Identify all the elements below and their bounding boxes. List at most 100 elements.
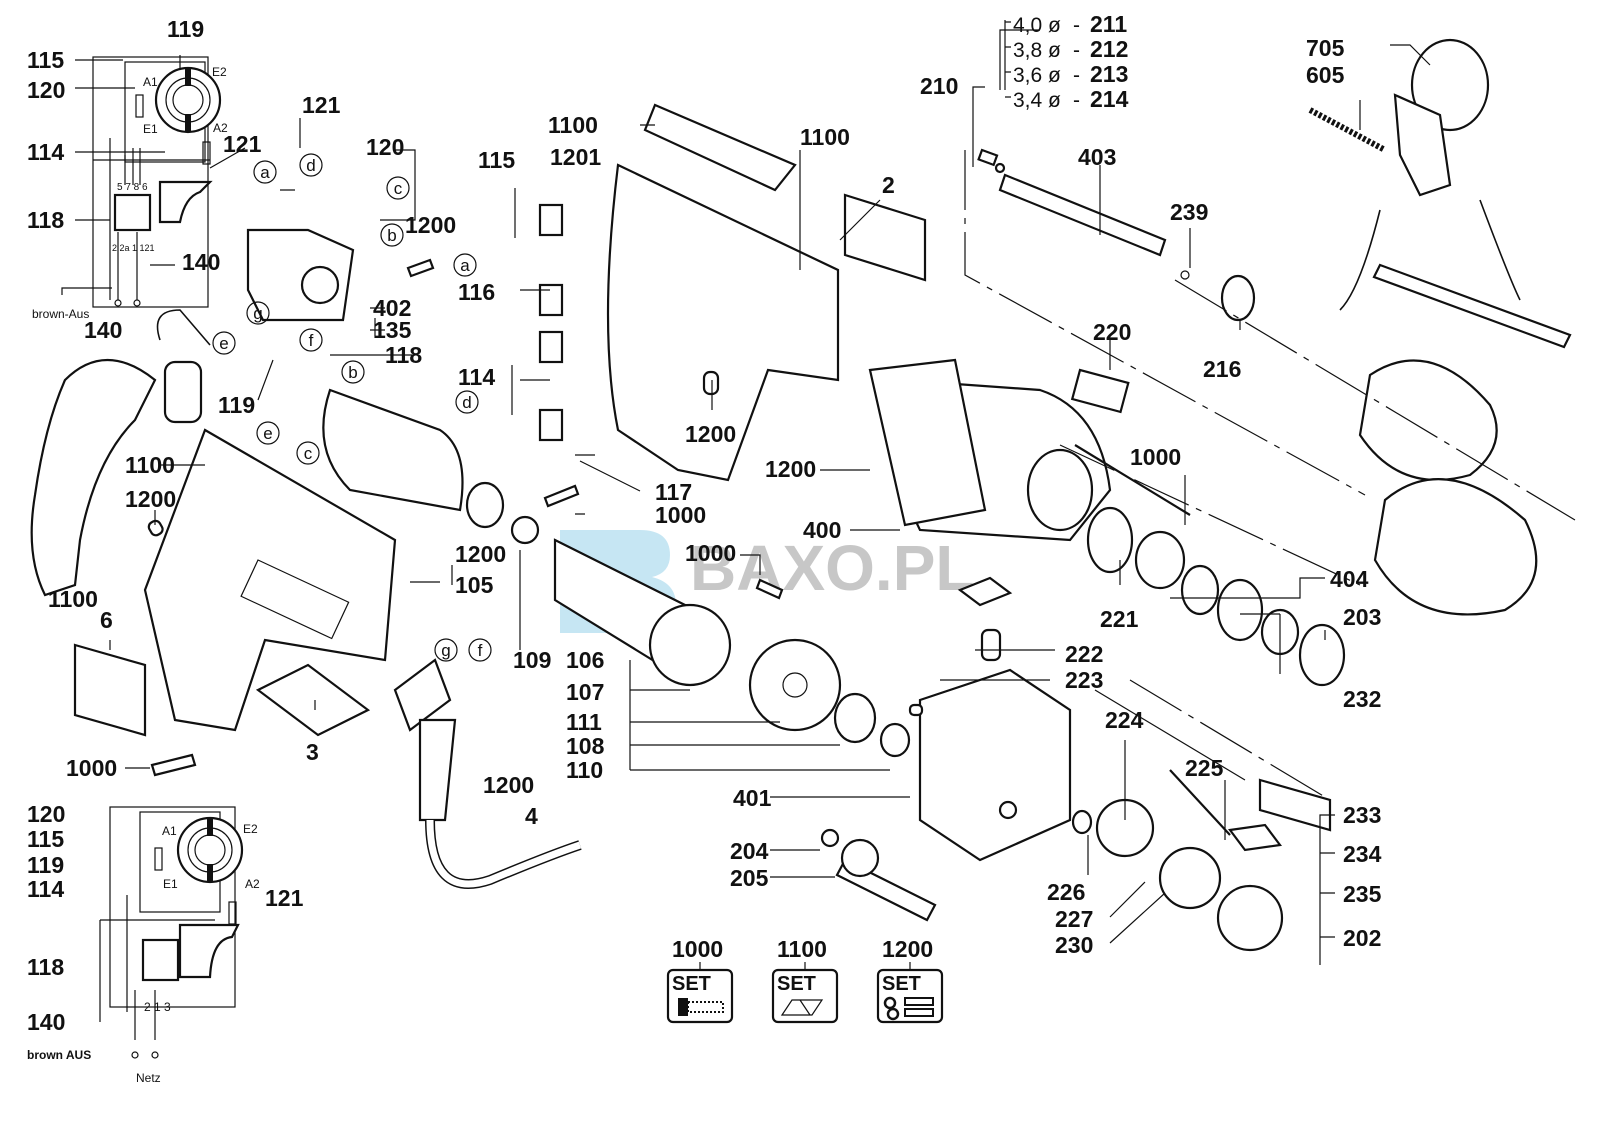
rear-handle (30, 359, 157, 597)
gear-housing (868, 358, 1112, 542)
screw-set-icon (678, 998, 724, 1016)
terminal-e1: E1 (143, 122, 158, 136)
part-label-selector-220: 220 (1093, 319, 1131, 345)
svg-text:-: - (1073, 89, 1080, 112)
wire-callout-letter: d (306, 156, 315, 175)
part-label-handle-1100: 1100 (48, 586, 98, 612)
wire-callout-e: e (212, 331, 236, 355)
part-label-cord-4: 4 (525, 803, 538, 829)
wire-callout-circle (253, 160, 277, 184)
nameplate-6 (73, 643, 147, 737)
part-label-switch-120: 120 (366, 134, 404, 160)
wire-callout-c: c (296, 441, 320, 465)
part-label-circlip-216: 216 (1203, 356, 1241, 382)
pinion-shaft (835, 838, 937, 922)
ball-size-diameter: 3,6 ø (1013, 64, 1061, 87)
part-label-screw-1000-mid: 1000 (685, 540, 736, 566)
part-label-armature-108: 108 (566, 733, 605, 759)
auxiliary-handle (1308, 38, 1521, 311)
part-label-wiring-bottom-140: 140 (27, 1009, 65, 1035)
gears-right (1071, 769, 1284, 952)
terminal-a1: A1 (143, 75, 158, 89)
part-label-washer-204: 204 (730, 838, 769, 864)
set-label: SET (672, 973, 711, 995)
set-number: 1200 (882, 936, 933, 962)
part-label-gear-housing-400: 400 (803, 517, 841, 543)
terminal-a2: A2 (213, 121, 228, 135)
wire-callout-e: e (256, 421, 280, 445)
wire-callout-circle (455, 390, 479, 414)
mains-label: Netz (136, 1071, 161, 1085)
part-label-bearing-109: 109 (513, 647, 551, 673)
ball-size-diameter: 4,0 ø (1013, 14, 1061, 37)
part-label-pin-210: 210 (920, 73, 958, 99)
part-label-armature-111: 111 (566, 709, 602, 735)
part-label-housing-right-1100: 1100 (800, 124, 850, 150)
ball-size-part: 213 (1090, 61, 1128, 87)
wire-callout-circle (341, 360, 365, 384)
chuck-key-chuck (1358, 263, 1572, 616)
part-label-washer-226: 226 (1047, 879, 1085, 905)
switch-pins-top: 5 7 8 6 (117, 182, 148, 193)
part-label-bolt-1000: 1000 (1130, 444, 1181, 470)
leader-lines (75, 29, 1576, 965)
ball-size-part: 211 (1090, 11, 1127, 37)
supply-label-bottom: brown AUS (27, 1048, 91, 1062)
part-label-clutch-230: 230 (1055, 932, 1093, 958)
watermark-text: BAXO.PL (690, 532, 974, 604)
part-label-capacitor-140: 140 (84, 317, 122, 343)
part-label-spring-233: 233 (1343, 802, 1381, 828)
set-number: 1100 (777, 936, 827, 962)
wire-callout-d: d (299, 153, 323, 177)
wire-callout-letter: c (304, 444, 313, 463)
terminal-e1-b: E1 (163, 877, 178, 891)
set-number: 1000 (672, 936, 723, 962)
part-label-wiring-bottom-120: 120 (27, 801, 65, 827)
housing-left-half (143, 428, 397, 732)
small-parts-set-icon (883, 996, 934, 1021)
part-label-screw-1000-clamp: 1000 (655, 502, 706, 528)
part-label-wiring-top-119: 119 (167, 16, 204, 42)
wire-callout-circle (296, 441, 320, 465)
part-label-armature-107: 107 (566, 679, 604, 705)
set-label: SET (777, 973, 816, 995)
wire-callout-a: a (253, 160, 277, 184)
part-label-brush-1201: 1201 (550, 144, 601, 170)
part-label-spindle-403: 403 (1078, 144, 1116, 170)
switch-pins-bottom: 2 2a 1 121 (112, 243, 155, 253)
wire-callout-letter: g (253, 304, 262, 323)
wire-callout-circle (246, 301, 270, 325)
ball-size-part: 212 (1090, 36, 1128, 62)
part-label-wiring-bottom-114: 114 (27, 876, 64, 902)
part-label-label-2: 2 (882, 172, 895, 198)
wire-callout-letter: b (387, 226, 396, 245)
wire-callout-f: f (468, 638, 492, 662)
wire-callout-circle (212, 331, 236, 355)
part-label-seal-232: 232 (1343, 686, 1381, 712)
part-label-screw-1000-left: 1000 (66, 755, 117, 781)
part-label-bearing-203: 203 (1343, 604, 1381, 630)
part-label-pin-227: 227 (1055, 906, 1093, 932)
housing-right-half (606, 103, 840, 482)
part-label-switch-119: 119 (218, 392, 255, 418)
wire-callout-g: g (434, 638, 458, 662)
part-label-gear-235: 235 (1343, 881, 1382, 907)
part-label-brush-114: 114 (458, 364, 495, 390)
part-label-wiring-top-120: 120 (27, 77, 65, 103)
part-label-label-3: 3 (306, 739, 319, 765)
part-label-wiring-top-114: 114 (27, 139, 64, 165)
terminal-e2: E2 (212, 65, 227, 79)
wire-callout-letter: a (260, 163, 270, 182)
capacitor (156, 309, 211, 424)
part-label-switch-1200: 1200 (405, 212, 456, 238)
part-label-switch-121: 121 (302, 92, 341, 118)
part-label-gasket-1200: 1200 (765, 456, 816, 482)
part-label-wiring-top-118: 118 (27, 207, 64, 233)
armature (510, 515, 732, 687)
field-coil (322, 388, 505, 529)
part-label-wiring-top-121: 121 (223, 131, 262, 157)
part-label-clutch-221: 221 (1100, 606, 1139, 632)
part-label-knob-222: 222 (1065, 641, 1103, 667)
ball-size-list: 4,0 ø 211 3,8 ø 212 3,6 ø 213 3,4 ø 214 … (1004, 11, 1129, 112)
